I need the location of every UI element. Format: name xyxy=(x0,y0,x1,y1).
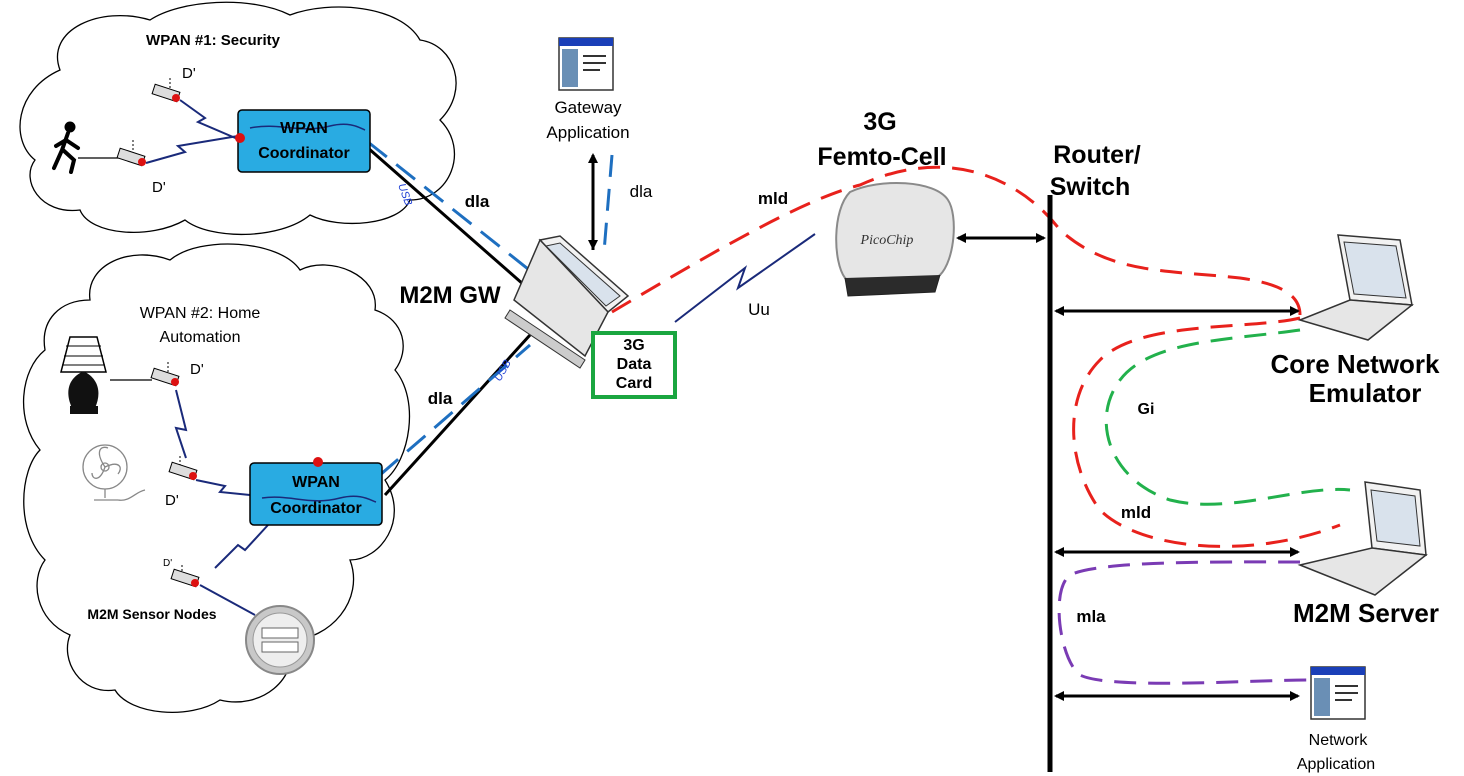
sensor-device-icon xyxy=(150,362,180,387)
router-label: Switch xyxy=(1050,173,1131,201)
femto-label: 3G xyxy=(863,108,896,136)
wpan1-title: WPAN #1: Security xyxy=(146,32,281,49)
sensor-device-icon xyxy=(116,140,146,167)
gateway-laptop-icon xyxy=(504,235,630,369)
coordinator-label: Coordinator xyxy=(270,500,362,517)
mla-path xyxy=(1057,560,1311,685)
mla-label: mla xyxy=(1076,607,1106,626)
usb-link-bottom xyxy=(383,333,532,497)
wpan2-coordinator: WPAN Coordinator xyxy=(249,457,383,526)
sensor-nodes-label: M2M Sensor Nodes xyxy=(87,606,216,622)
data-card-label: Data xyxy=(617,356,652,373)
gateway-application-label: Application xyxy=(546,123,629,142)
device-label-top: D' xyxy=(182,65,196,82)
dla-path-gateway xyxy=(602,154,614,253)
dla-label: dla xyxy=(630,182,653,201)
femto-label: Femto-Cell xyxy=(817,143,946,171)
dla-path-bottom xyxy=(379,343,531,477)
fan-icon xyxy=(82,444,146,501)
meter-icon xyxy=(245,605,315,675)
gi-path xyxy=(1104,328,1351,506)
femto-brand: PicoChip xyxy=(860,233,914,248)
mld-label: mld xyxy=(758,189,788,208)
sensor-device-icon xyxy=(170,565,200,588)
device-label-bottom: D' xyxy=(152,179,166,196)
device-label-lamp: D' xyxy=(190,361,204,378)
sensor-device-icon xyxy=(151,78,181,103)
wpan1-coordinator: WPAN Coordinator xyxy=(235,109,371,173)
lamp-icon xyxy=(60,336,107,414)
coordinator-label: WPAN xyxy=(292,474,340,491)
device-label-meter: D' xyxy=(163,558,172,569)
usb-link-top xyxy=(367,146,533,294)
data-card-label: Card xyxy=(616,375,652,392)
wpan2-title: WPAN #2: Home xyxy=(140,305,261,322)
dla-path-top xyxy=(367,140,553,290)
runner-icon xyxy=(52,121,80,174)
mld-path-lower xyxy=(1072,316,1341,548)
network-application-label: Network xyxy=(1309,732,1369,749)
wireless-link xyxy=(145,135,239,164)
device-label-fan: D' xyxy=(165,492,179,509)
core-network-label: Emulator xyxy=(1309,378,1422,408)
gateway-application-icon xyxy=(558,37,614,91)
gi-label: Gi xyxy=(1138,401,1155,418)
coordinator-label: WPAN xyxy=(280,120,328,137)
data-card-label: 3G xyxy=(623,337,644,354)
uu-label: Uu xyxy=(748,300,770,319)
uu-radio-link xyxy=(674,233,816,323)
data-card-box xyxy=(591,331,677,399)
mld-path-upper xyxy=(611,165,1302,316)
dla-label: dla xyxy=(428,389,453,408)
mld-label: mld xyxy=(1121,503,1151,522)
wireless-link xyxy=(195,479,251,496)
network-application-label: Application xyxy=(1297,756,1375,773)
router-label: Router/ xyxy=(1053,141,1141,169)
wireless-link xyxy=(179,99,241,141)
femtocell-device-icon: PicoChip xyxy=(835,182,955,297)
network-application-icon xyxy=(1310,666,1366,720)
m2m-gw-label: M2M GW xyxy=(399,282,501,309)
wpan2-title: Automation xyxy=(160,329,241,346)
usb-label: USB xyxy=(492,358,514,384)
wireless-link xyxy=(214,524,269,569)
wireless-link xyxy=(174,389,188,459)
core-network-laptop-icon xyxy=(1297,234,1414,341)
core-network-label: Core Network xyxy=(1270,349,1440,379)
dla-label: dla xyxy=(465,192,490,211)
m2m-server-label: M2M Server xyxy=(1293,598,1439,628)
gateway-application-label: Gateway xyxy=(554,98,622,117)
sensor-device-icon xyxy=(168,456,198,481)
meter-link xyxy=(199,584,256,616)
m2m-server-laptop-icon xyxy=(1297,481,1428,596)
coordinator-label: Coordinator xyxy=(258,145,350,162)
